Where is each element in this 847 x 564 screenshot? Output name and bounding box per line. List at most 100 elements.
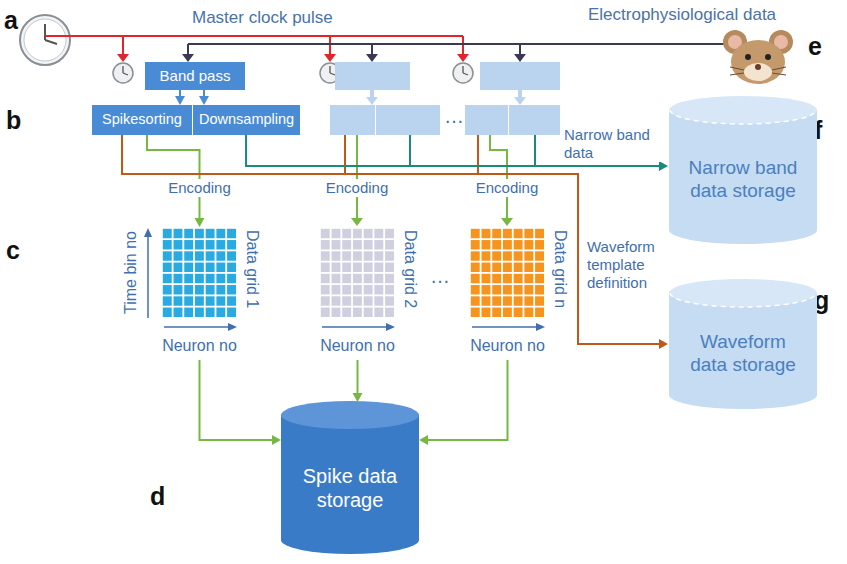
grid-cell	[216, 229, 225, 238]
storage-cylinder: Narrow band data storage	[668, 95, 818, 245]
grid-cell	[342, 308, 351, 317]
grid-cell	[332, 229, 341, 238]
grid-cell	[524, 240, 533, 249]
grid-cell	[374, 263, 383, 272]
grid-cell	[163, 296, 172, 305]
grid-cell	[514, 240, 523, 249]
grid-cell	[514, 296, 523, 305]
grid-cell	[385, 229, 394, 238]
grid-cell	[174, 229, 183, 238]
grid-cell	[374, 229, 383, 238]
grid-cell	[332, 274, 341, 283]
grid-cell	[206, 240, 215, 249]
cylinder-body	[669, 292, 817, 409]
grid-cell	[471, 240, 480, 249]
clock-hand	[123, 66, 128, 75]
grid-cell	[216, 240, 225, 249]
axis-arrow	[164, 326, 229, 328]
grid-cell	[332, 285, 341, 294]
grid-cell	[471, 285, 480, 294]
ellipsis: …	[444, 106, 464, 126]
grid-cell	[385, 296, 394, 305]
data-grid: Data grid 2Neuron no	[320, 228, 395, 360]
process-box: Band pass	[145, 62, 245, 90]
clock-hand	[463, 66, 468, 75]
arrowhead	[659, 161, 668, 171]
faded-box	[509, 105, 560, 135]
grid-cell	[503, 251, 512, 260]
edge-label: Waveform template definition	[585, 238, 669, 292]
pulse-arrowheads	[117, 54, 469, 62]
connector	[122, 135, 668, 349]
grid-cell	[503, 274, 512, 283]
callout-letter: a	[4, 8, 18, 33]
step-label: Encoding	[324, 179, 391, 197]
arrowhead	[353, 393, 363, 402]
grid-cell	[174, 251, 183, 260]
connector	[199, 90, 209, 105]
connector	[200, 360, 282, 445]
cylinder-rim	[670, 293, 816, 307]
mouse-icon	[723, 30, 793, 84]
callout-letter: b	[6, 108, 21, 133]
data-line	[371, 44, 373, 55]
grid-cell	[492, 285, 501, 294]
grid-cell	[471, 263, 480, 272]
box-label: Spikesorting	[102, 112, 182, 128]
grid-cell	[492, 240, 501, 249]
narrow-band-line	[409, 135, 411, 166]
data-line	[188, 43, 733, 45]
grid-cell	[503, 285, 512, 294]
grid-cell	[163, 308, 172, 317]
axis-label: Time bin no	[122, 228, 140, 318]
axis-arrow	[147, 236, 149, 318]
grid-cell	[503, 308, 512, 317]
grid-cell	[163, 251, 172, 260]
grid-cell	[482, 285, 491, 294]
clock-icon	[453, 63, 473, 83]
grid-cell	[342, 229, 351, 238]
storage-label: Narrow band data storage	[682, 157, 804, 203]
grid-cell	[216, 308, 225, 317]
grid-cell	[503, 229, 512, 238]
grid-cell	[482, 274, 491, 283]
grid-cell	[332, 251, 341, 260]
grid-cell	[374, 308, 383, 317]
box-label: Downsampling	[199, 112, 294, 128]
master-clock	[20, 15, 70, 65]
grid-cell	[174, 240, 183, 249]
grid-cell	[482, 296, 491, 305]
callout-letter: c	[6, 238, 20, 263]
grid-name: Data grid n	[551, 230, 569, 308]
cylinder-top	[669, 96, 817, 124]
grid-cell	[492, 263, 501, 272]
ephys-lines	[188, 44, 733, 55]
ellipsis: …	[430, 266, 450, 286]
clock-pulse-lines	[45, 36, 463, 55]
signal-label: Master clock pulse	[192, 8, 333, 28]
faded-arrow	[370, 90, 374, 98]
edge-label: Encoding	[166, 179, 233, 197]
grid-cell	[364, 274, 373, 283]
grid-cell	[524, 308, 533, 317]
grid-cell	[216, 274, 225, 283]
storage-cylinder: Waveform data storage	[668, 278, 818, 410]
grid-cell	[195, 263, 204, 272]
grid-cell	[227, 229, 236, 238]
grid-cell	[163, 263, 172, 272]
connector-line	[428, 360, 508, 440]
grid-cell	[227, 274, 236, 283]
grid-cell	[227, 296, 236, 305]
grid-cell	[342, 296, 351, 305]
grid-cell	[535, 251, 544, 260]
grid-cell	[353, 274, 362, 283]
arrowhead	[419, 435, 428, 445]
grid-cell	[364, 240, 373, 249]
grid-cell	[174, 285, 183, 294]
arrowhead	[366, 54, 378, 62]
axis-arrowhead	[386, 323, 395, 331]
axis-arrowhead	[228, 323, 237, 331]
grid-cell	[364, 251, 373, 260]
axis-arrowhead	[536, 323, 545, 331]
mouse-nose	[755, 64, 761, 70]
